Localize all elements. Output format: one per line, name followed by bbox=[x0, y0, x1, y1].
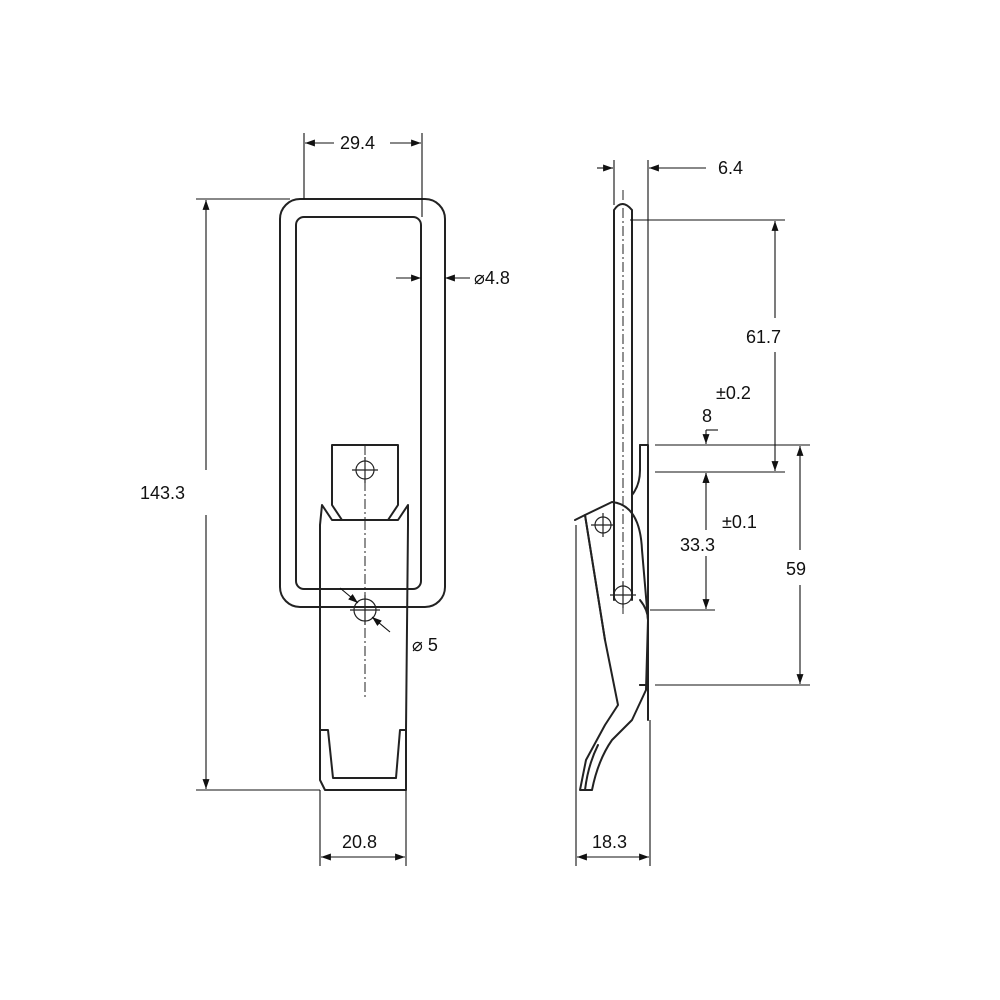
dim-diameter-5-label: ⌀ 5 bbox=[412, 635, 438, 655]
dim-tolerance-0-2-label: ±0.2 bbox=[716, 383, 751, 403]
dim-8-label: 8 bbox=[702, 406, 712, 426]
front-view: ⌀ 5 29.4 ⌀4.8 143.3 20.8 bbox=[140, 133, 510, 866]
wire-loop-outer bbox=[279, 198, 446, 608]
dim-61-7-label: 61.7 bbox=[746, 327, 781, 347]
dim-tolerance-0-1-label: ±0.1 bbox=[722, 512, 757, 532]
lever-body bbox=[319, 504, 409, 791]
wire-loop-inner bbox=[295, 216, 422, 590]
dim-thickness-6-4-label: 6.4 bbox=[718, 158, 743, 178]
side-view: 6.4 61.7 ±0.2 8 33.3 ±0.1 59 18.3 bbox=[574, 158, 810, 866]
dim-33-3-label: 33.3 bbox=[680, 535, 715, 555]
dim-diameter-4-8-label: ⌀4.8 bbox=[474, 268, 510, 288]
dim-width-18-3-label: 18.3 bbox=[592, 832, 627, 852]
dim-59-label: 59 bbox=[786, 559, 806, 579]
dim-diameter-5-leader bbox=[339, 587, 359, 604]
dim-width-29-4-label: 29.4 bbox=[340, 133, 375, 153]
dim-height-143-3-label: 143.3 bbox=[140, 483, 185, 503]
dim-width-20-8-label: 20.8 bbox=[342, 832, 377, 852]
lever-tip bbox=[319, 729, 407, 779]
